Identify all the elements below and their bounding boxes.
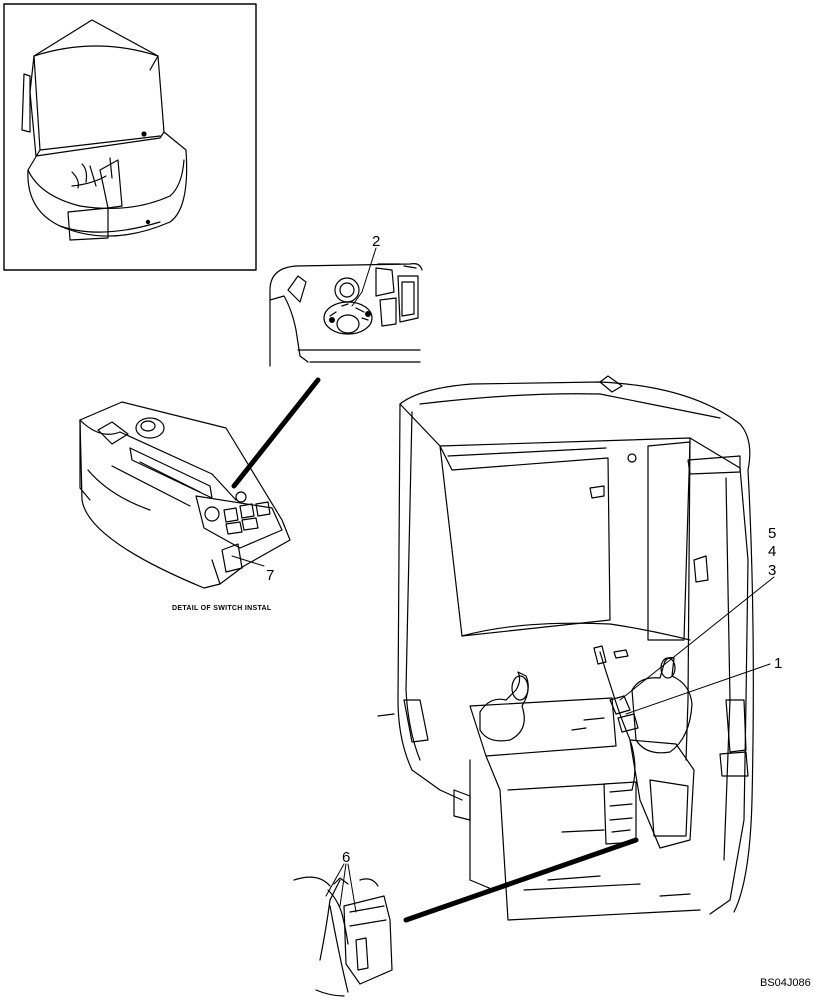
callout-labels: 2 7 5 4 3 1 6 DETAIL OF SWITCH INSTAL BS… bbox=[172, 233, 811, 989]
zoom-leader-line-lower bbox=[403, 837, 639, 923]
cab-main-view bbox=[377, 375, 754, 921]
callout-leaders bbox=[231, 247, 775, 913]
switch-console-detail bbox=[79, 401, 291, 589]
detail-caption: DETAIL OF SWITCH INSTAL bbox=[172, 605, 272, 612]
callout-7: 7 bbox=[266, 567, 274, 584]
leader-6b bbox=[339, 863, 347, 907]
leader-2 bbox=[351, 247, 377, 307]
callout-5: 5 bbox=[768, 525, 776, 542]
leader-7 bbox=[231, 555, 265, 567]
leader-1 bbox=[625, 663, 771, 715]
inset-cab-outline bbox=[21, 19, 188, 241]
callout-6: 6 bbox=[342, 849, 350, 866]
harness-zoom-view bbox=[293, 876, 393, 997]
zoom-knob-ring bbox=[334, 277, 360, 303]
callout-4: 4 bbox=[768, 543, 776, 560]
leader-3 bbox=[619, 576, 775, 701]
callout-1: 1 bbox=[774, 655, 782, 672]
zoom-leader-line bbox=[231, 377, 321, 489]
switch-zoom-view bbox=[269, 263, 423, 367]
figure-code: BS04J086 bbox=[760, 977, 811, 989]
callout-3: 3 bbox=[768, 562, 776, 579]
inset-frame bbox=[3, 3, 257, 271]
leader-6a bbox=[325, 863, 345, 897]
locator-inset bbox=[3, 3, 257, 271]
callout-2: 2 bbox=[372, 233, 380, 250]
zoom-panel-edge bbox=[269, 263, 423, 367]
zoom-rotary-switch bbox=[323, 301, 373, 335]
leader-6c bbox=[347, 863, 357, 913]
